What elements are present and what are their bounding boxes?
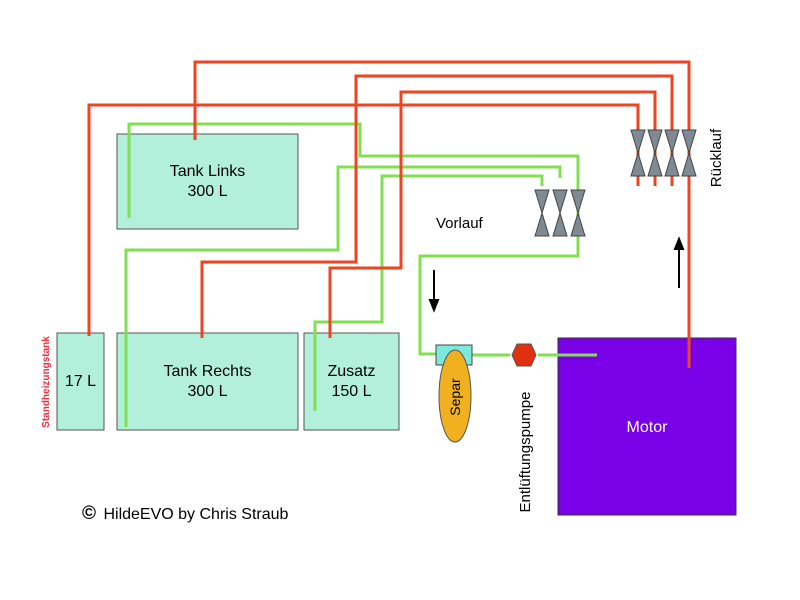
supply-line-tank-links xyxy=(127,122,580,356)
arrow-down-icon xyxy=(428,270,440,313)
ruecklauf-label: Rücklauf xyxy=(708,128,725,188)
separ-body xyxy=(438,349,472,443)
tank-rechts-label: Tank Rechts 300 L xyxy=(117,362,298,402)
supply-lines xyxy=(124,122,597,427)
valve-vorlauf-1 xyxy=(534,189,550,237)
tank-zusatz-volume: 150 L xyxy=(331,383,372,400)
vorlauf-label: Vorlauf xyxy=(436,215,483,232)
separ-label: Separ xyxy=(447,378,463,416)
supply-line-tank-rechts xyxy=(124,165,562,427)
credit-line: © HildeEVO by Chris Straub xyxy=(82,504,288,525)
supply-line-tank-zusatz xyxy=(313,174,544,411)
tank-standheizung-name: Standheizungstank xyxy=(41,336,52,428)
valve-vorlauf-2 xyxy=(552,189,568,237)
motor-label: Motor xyxy=(626,419,668,436)
separ-component xyxy=(435,344,473,443)
tank-links-name: Tank Links xyxy=(169,163,246,180)
tank-links-label: Tank Links 300 L xyxy=(117,162,298,202)
pump-hexagon xyxy=(511,343,537,367)
valve-ruecklauf-1 xyxy=(630,129,646,177)
tank-zusatz-name: Zusatz xyxy=(327,363,376,380)
tank-rechts-volume: 300 L xyxy=(187,383,228,400)
tank-zusatz-label: Zusatz 150 L xyxy=(304,362,399,402)
valve-ruecklauf-3 xyxy=(664,129,680,177)
credit-text: HildeEVO by Chris Straub xyxy=(103,506,289,523)
tank-links-volume: 300 L xyxy=(187,183,228,200)
pump-label: Entlüftungspumpe xyxy=(517,391,534,513)
copyright-icon: © xyxy=(82,503,96,524)
tank-zusatz-box xyxy=(303,332,400,431)
tank-rechts-name: Tank Rechts xyxy=(163,363,252,380)
tank-links-box xyxy=(116,133,299,230)
vorlauf-valves xyxy=(534,189,586,237)
valve-ruecklauf-4 xyxy=(681,129,697,177)
return-line-tank-rechts xyxy=(200,74,674,338)
tank-standheizung-volume: 17 L xyxy=(64,373,97,390)
flow-arrows xyxy=(428,236,685,313)
motor-box xyxy=(557,337,737,516)
tank-standheizung-box xyxy=(56,332,105,431)
arrow-up-icon xyxy=(673,236,685,288)
valve-vorlauf-3 xyxy=(570,189,586,237)
return-line-zusatz xyxy=(328,90,657,338)
tank-rechts-box xyxy=(116,332,299,431)
return-line-tank-links xyxy=(193,60,691,368)
valve-ruecklauf-2 xyxy=(647,129,663,177)
ruecklauf-valves xyxy=(630,129,697,177)
